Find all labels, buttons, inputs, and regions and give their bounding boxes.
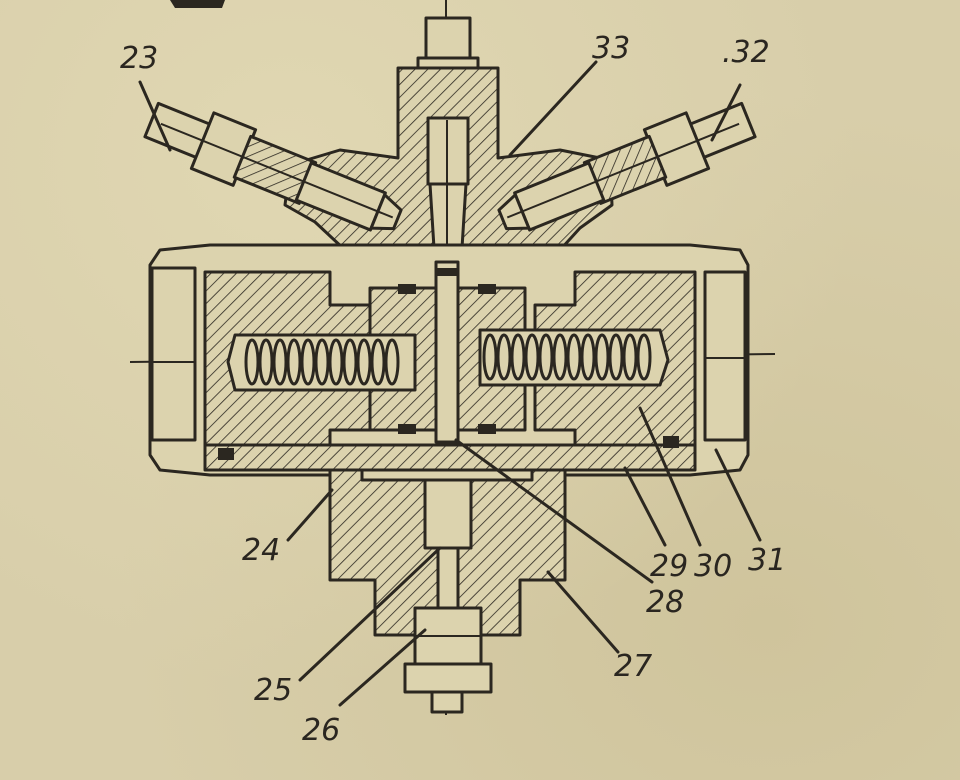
callout-labels: 23 33 .32 24 25 26 27 28 29 30 31 [120, 31, 786, 748]
spring-coil [300, 338, 316, 386]
right-spring [482, 333, 652, 381]
callout-23: 23 [120, 41, 158, 76]
callout-30: 30 [694, 549, 732, 584]
spring-coil [314, 338, 330, 386]
callout-25: 25 [254, 673, 292, 708]
spring-coil [608, 333, 624, 381]
callout-33: 33 [592, 31, 630, 66]
spring-coil [580, 333, 596, 381]
spring-coil [482, 333, 498, 381]
callout-26: 26 [302, 713, 340, 748]
spring-coil [552, 333, 568, 381]
spring-coil [370, 338, 386, 386]
left-angled-fitting [143, 101, 403, 232]
lower-housing [328, 468, 567, 637]
callout-29: 29 [650, 549, 688, 584]
right-angled-fitting [497, 101, 757, 232]
left-spring [244, 338, 400, 386]
spring-coil [510, 333, 526, 381]
main-body [148, 243, 750, 477]
spring-coil [328, 338, 344, 386]
spring-coil [538, 333, 554, 381]
spring-coil [636, 333, 652, 381]
spring-coil [356, 338, 372, 386]
spring-coil [594, 333, 610, 381]
leader-lines [138, 60, 762, 707]
spring-coil [244, 338, 260, 386]
spring-coil [496, 333, 512, 381]
spring-coil [342, 338, 358, 386]
spring-coil [272, 338, 288, 386]
spring-coil [384, 338, 400, 386]
callout-32: .32 [722, 35, 770, 70]
callout-24: 24 [242, 533, 280, 568]
spring-coil [258, 338, 274, 386]
spring-coil [622, 333, 638, 381]
bottom-nut [403, 606, 493, 714]
callout-27: 27 [614, 649, 652, 684]
corner-print-mark [170, 0, 225, 8]
spring-coil [566, 333, 582, 381]
callout-28: 28 [646, 585, 684, 620]
spring-coil [524, 333, 540, 381]
callout-31: 31 [748, 543, 786, 578]
spring-coil [286, 338, 302, 386]
